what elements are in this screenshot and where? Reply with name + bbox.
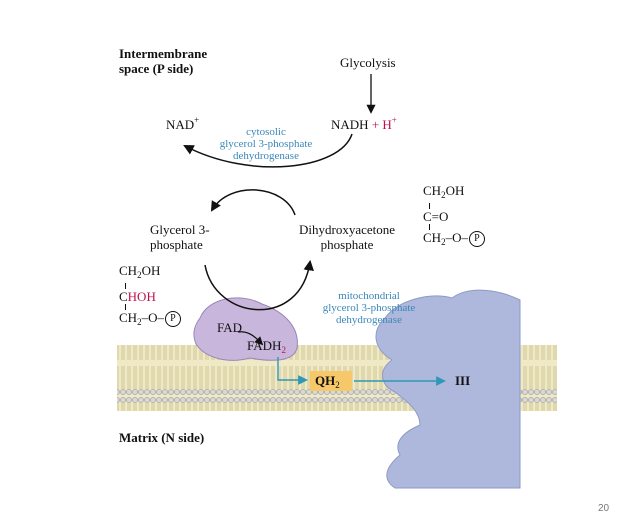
h-plus-superscript: + (391, 115, 397, 125)
dhap-phosphate-circle: P (468, 231, 485, 248)
nad-superscript: + (194, 115, 200, 125)
mito-enzyme-label: mitochondrial glycerol 3-phosphate dehyd… (316, 290, 422, 326)
glycerol3p-structure: CH2OH CHOH CH2–O–P (119, 263, 181, 330)
dhap-ch2op-o: –O– (445, 230, 468, 245)
page-number: 20 (598, 503, 610, 514)
mito-enzyme-line2: glycerol 3-phosphate (322, 302, 416, 314)
cytosolic-enzyme-line3: dehydrogenase (233, 150, 299, 162)
nad-text: NAD (166, 117, 195, 132)
glycerol3p-line2: phosphate (150, 237, 203, 252)
fadh2-text: FADH (247, 338, 282, 353)
dhap-ch2op-ch: CH (423, 230, 442, 245)
mito-enzyme-line3: dehydrogenase (336, 314, 402, 326)
glycolysis-label: Glycolysis (340, 55, 396, 70)
fad-label: FAD (217, 320, 243, 335)
g3p-ch2op-ch: CH (119, 310, 138, 325)
nadh-text: NADH (331, 117, 369, 132)
h-plus-text: + H (371, 117, 392, 132)
dhap-ch2oh-ch: CH (423, 183, 442, 198)
glycerol3p-label: Glycerol 3- phosphate (150, 222, 210, 252)
dhap-ch2oh-oh: OH (445, 183, 465, 198)
intermembrane-line1: Intermembrane (119, 46, 208, 61)
dhap-line2: phosphate (320, 237, 374, 252)
dhap-structure: CH2OH C=O CH2–O–P (423, 183, 485, 250)
cytosolic-enzyme-line1: cytosolic (246, 126, 286, 138)
complex-iii-label: III (455, 373, 471, 388)
intermembrane-line2: space (P side) (119, 61, 194, 76)
dhap-label: Dihydroxyacetone phosphate (299, 222, 395, 252)
g3p-ch2oh-sub: 2 (137, 270, 142, 280)
nadh-label: NADH + H+ (331, 113, 397, 132)
fadh2-to-qh2-arrow (277, 357, 308, 385)
matrix-label: Matrix (N side) (119, 430, 205, 445)
g3p-ch2op-sub: 2 (137, 317, 142, 327)
g3p-ch2oh-oh: OH (141, 263, 161, 278)
fad-reduction-arrow (237, 331, 264, 346)
fadh2-subscript: 2 (281, 345, 286, 355)
complex-iii-blob (375, 289, 521, 489)
dhap-ch2oh-sub: 2 (441, 190, 446, 200)
g3p-choh-c: C (119, 289, 128, 304)
dhap-line1: Dihydroxyacetone (299, 222, 396, 237)
dhap-carbonyl: C=O (423, 209, 449, 224)
qh2-text: QH (315, 373, 336, 388)
g3p-ch2oh-ch: CH (119, 263, 138, 278)
mito-dehydrogenase-blob (193, 297, 298, 361)
g3p-phosphate-circle: P (164, 311, 181, 328)
dhap-ch2op-sub: 2 (441, 237, 446, 247)
intermembrane-label: Intermembrane space (P side) (119, 46, 207, 76)
qh2-label: QH2 (315, 373, 340, 393)
qh2-subscript: 2 (335, 380, 340, 390)
qh2-box (310, 371, 352, 391)
cytosolic-enzyme-label: cytosolic glycerol 3-phosphate dehydroge… (216, 126, 316, 162)
mito-enzyme-line1: mitochondrial (338, 290, 400, 302)
g3p-to-dhap-arrow (204, 259, 314, 311)
g3p-choh-hoh: HOH (127, 289, 156, 304)
fadh2-label: FADH2 (247, 338, 286, 358)
cytosolic-enzyme-line2: glycerol 3-phosphate (219, 138, 313, 150)
g3p-ch2op-o: –O– (141, 310, 164, 325)
nad-regeneration-arrow (183, 133, 353, 168)
nad-plus-label: NAD+ (166, 113, 199, 132)
glycerol3p-line1: Glycerol 3- (150, 222, 210, 237)
dhap-to-g3p-arrow (210, 189, 296, 216)
